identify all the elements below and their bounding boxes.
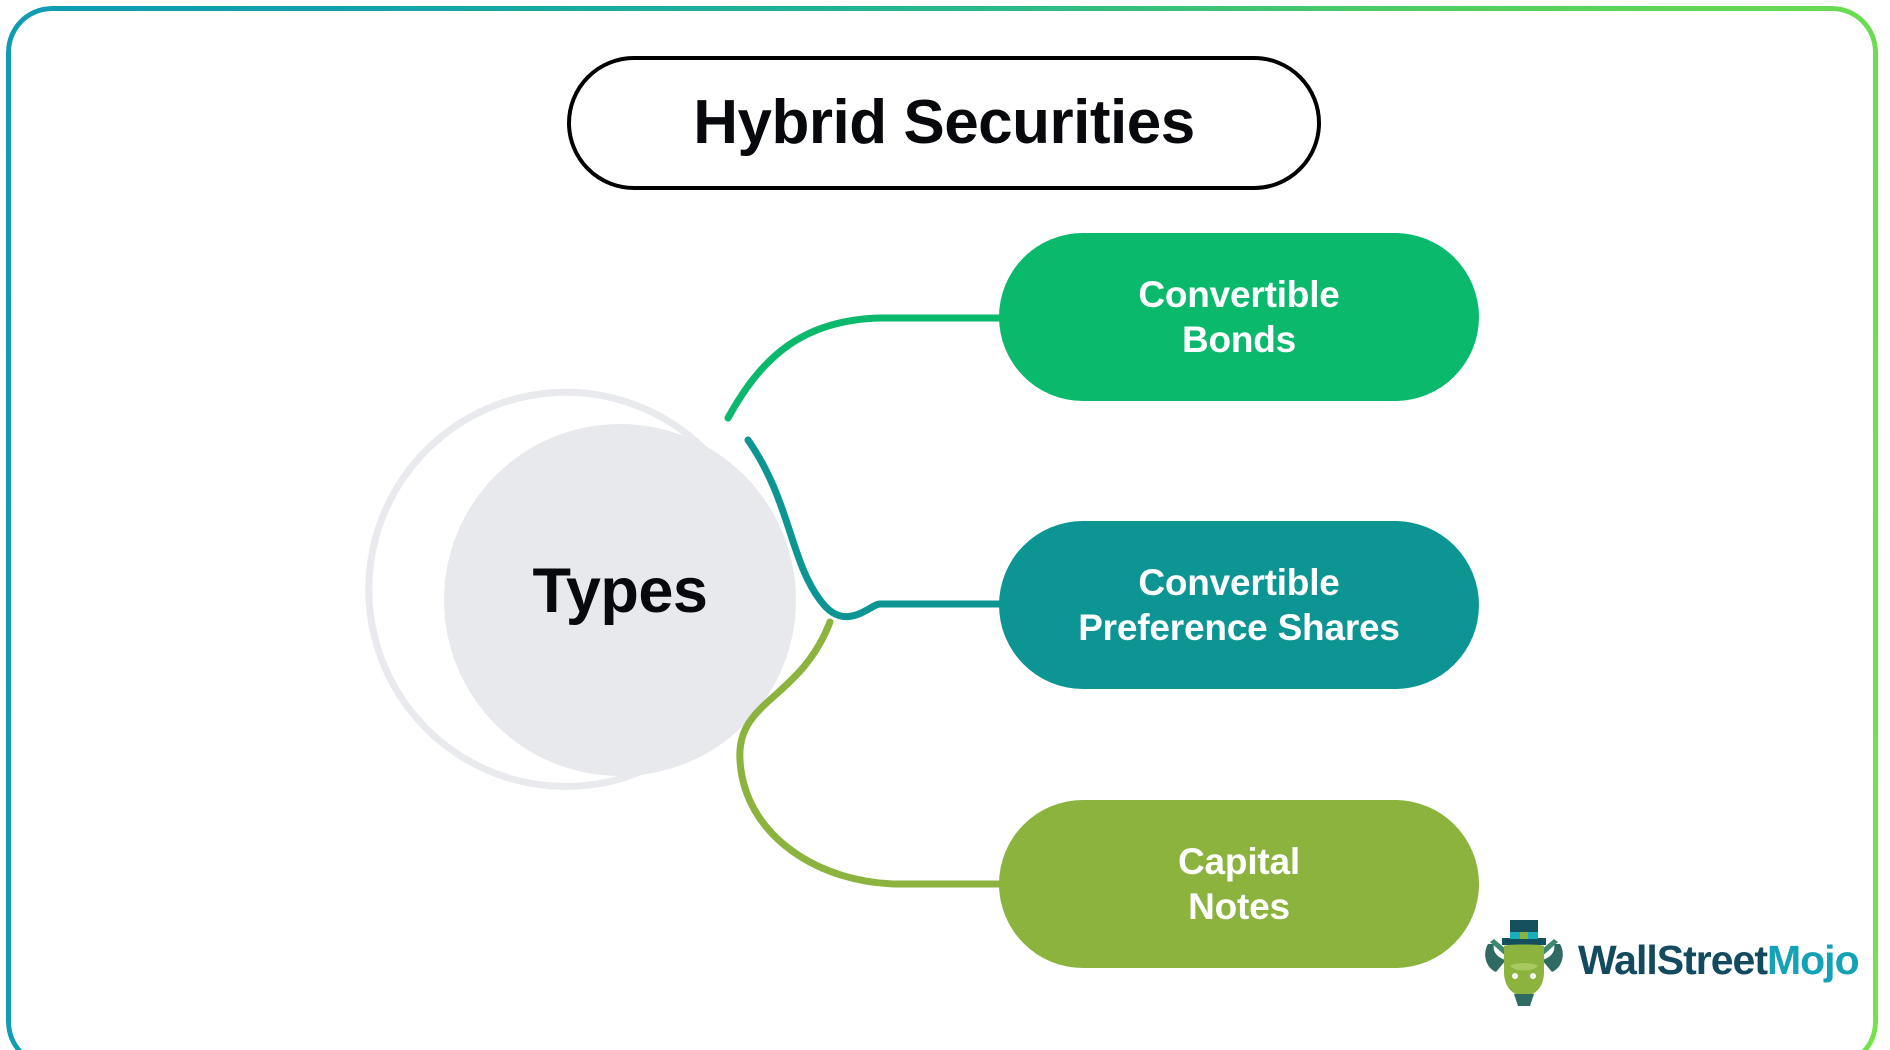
hub-label: Types	[532, 556, 708, 626]
branch-label-line-1: Convertible	[1138, 273, 1340, 315]
branch-pill-convertible-preference-shares[interactable]: Convertible Preference Shares	[999, 521, 1479, 689]
branch-label-convertible-preference-shares: Convertible Preference Shares	[1078, 560, 1400, 650]
branch-label-line-2: Bonds	[1181, 319, 1297, 360]
logo-word-primary: WallStreet	[1578, 936, 1768, 983]
logo-wordmark: WallStreetMojo	[1578, 936, 1860, 983]
branch-label-capital-notes: Capital Notes	[1178, 839, 1300, 929]
hub-circle	[444, 424, 796, 776]
page-title: Hybrid Securities	[693, 88, 1195, 157]
branch-label-line-1: Capital	[1178, 840, 1300, 882]
connector-capital-notes	[736, 618, 1004, 888]
bull-mascot-icon	[1485, 920, 1563, 1006]
branch-label-convertible-bonds: Convertible Bonds	[1138, 272, 1340, 362]
connector-convertible-preference-shares	[744, 436, 1004, 621]
branch-pill-convertible-bonds[interactable]: Convertible Bonds	[999, 233, 1479, 401]
wallstreetmojo-logo[interactable]: WallStreetMojo	[1480, 912, 1860, 1008]
logo-word-accent: Mojo	[1766, 936, 1860, 983]
branch-label-line-2: Preference Shares	[1078, 607, 1400, 648]
branch-label-line-2: Notes	[1188, 886, 1290, 927]
branch-pill-capital-notes[interactable]: Capital Notes	[999, 800, 1479, 968]
hub-outer-ring	[365, 388, 751, 790]
title-pill: Hybrid Securities	[567, 56, 1321, 190]
connector-convertible-bonds	[724, 314, 1004, 422]
branch-label-line-1: Convertible	[1138, 561, 1340, 603]
